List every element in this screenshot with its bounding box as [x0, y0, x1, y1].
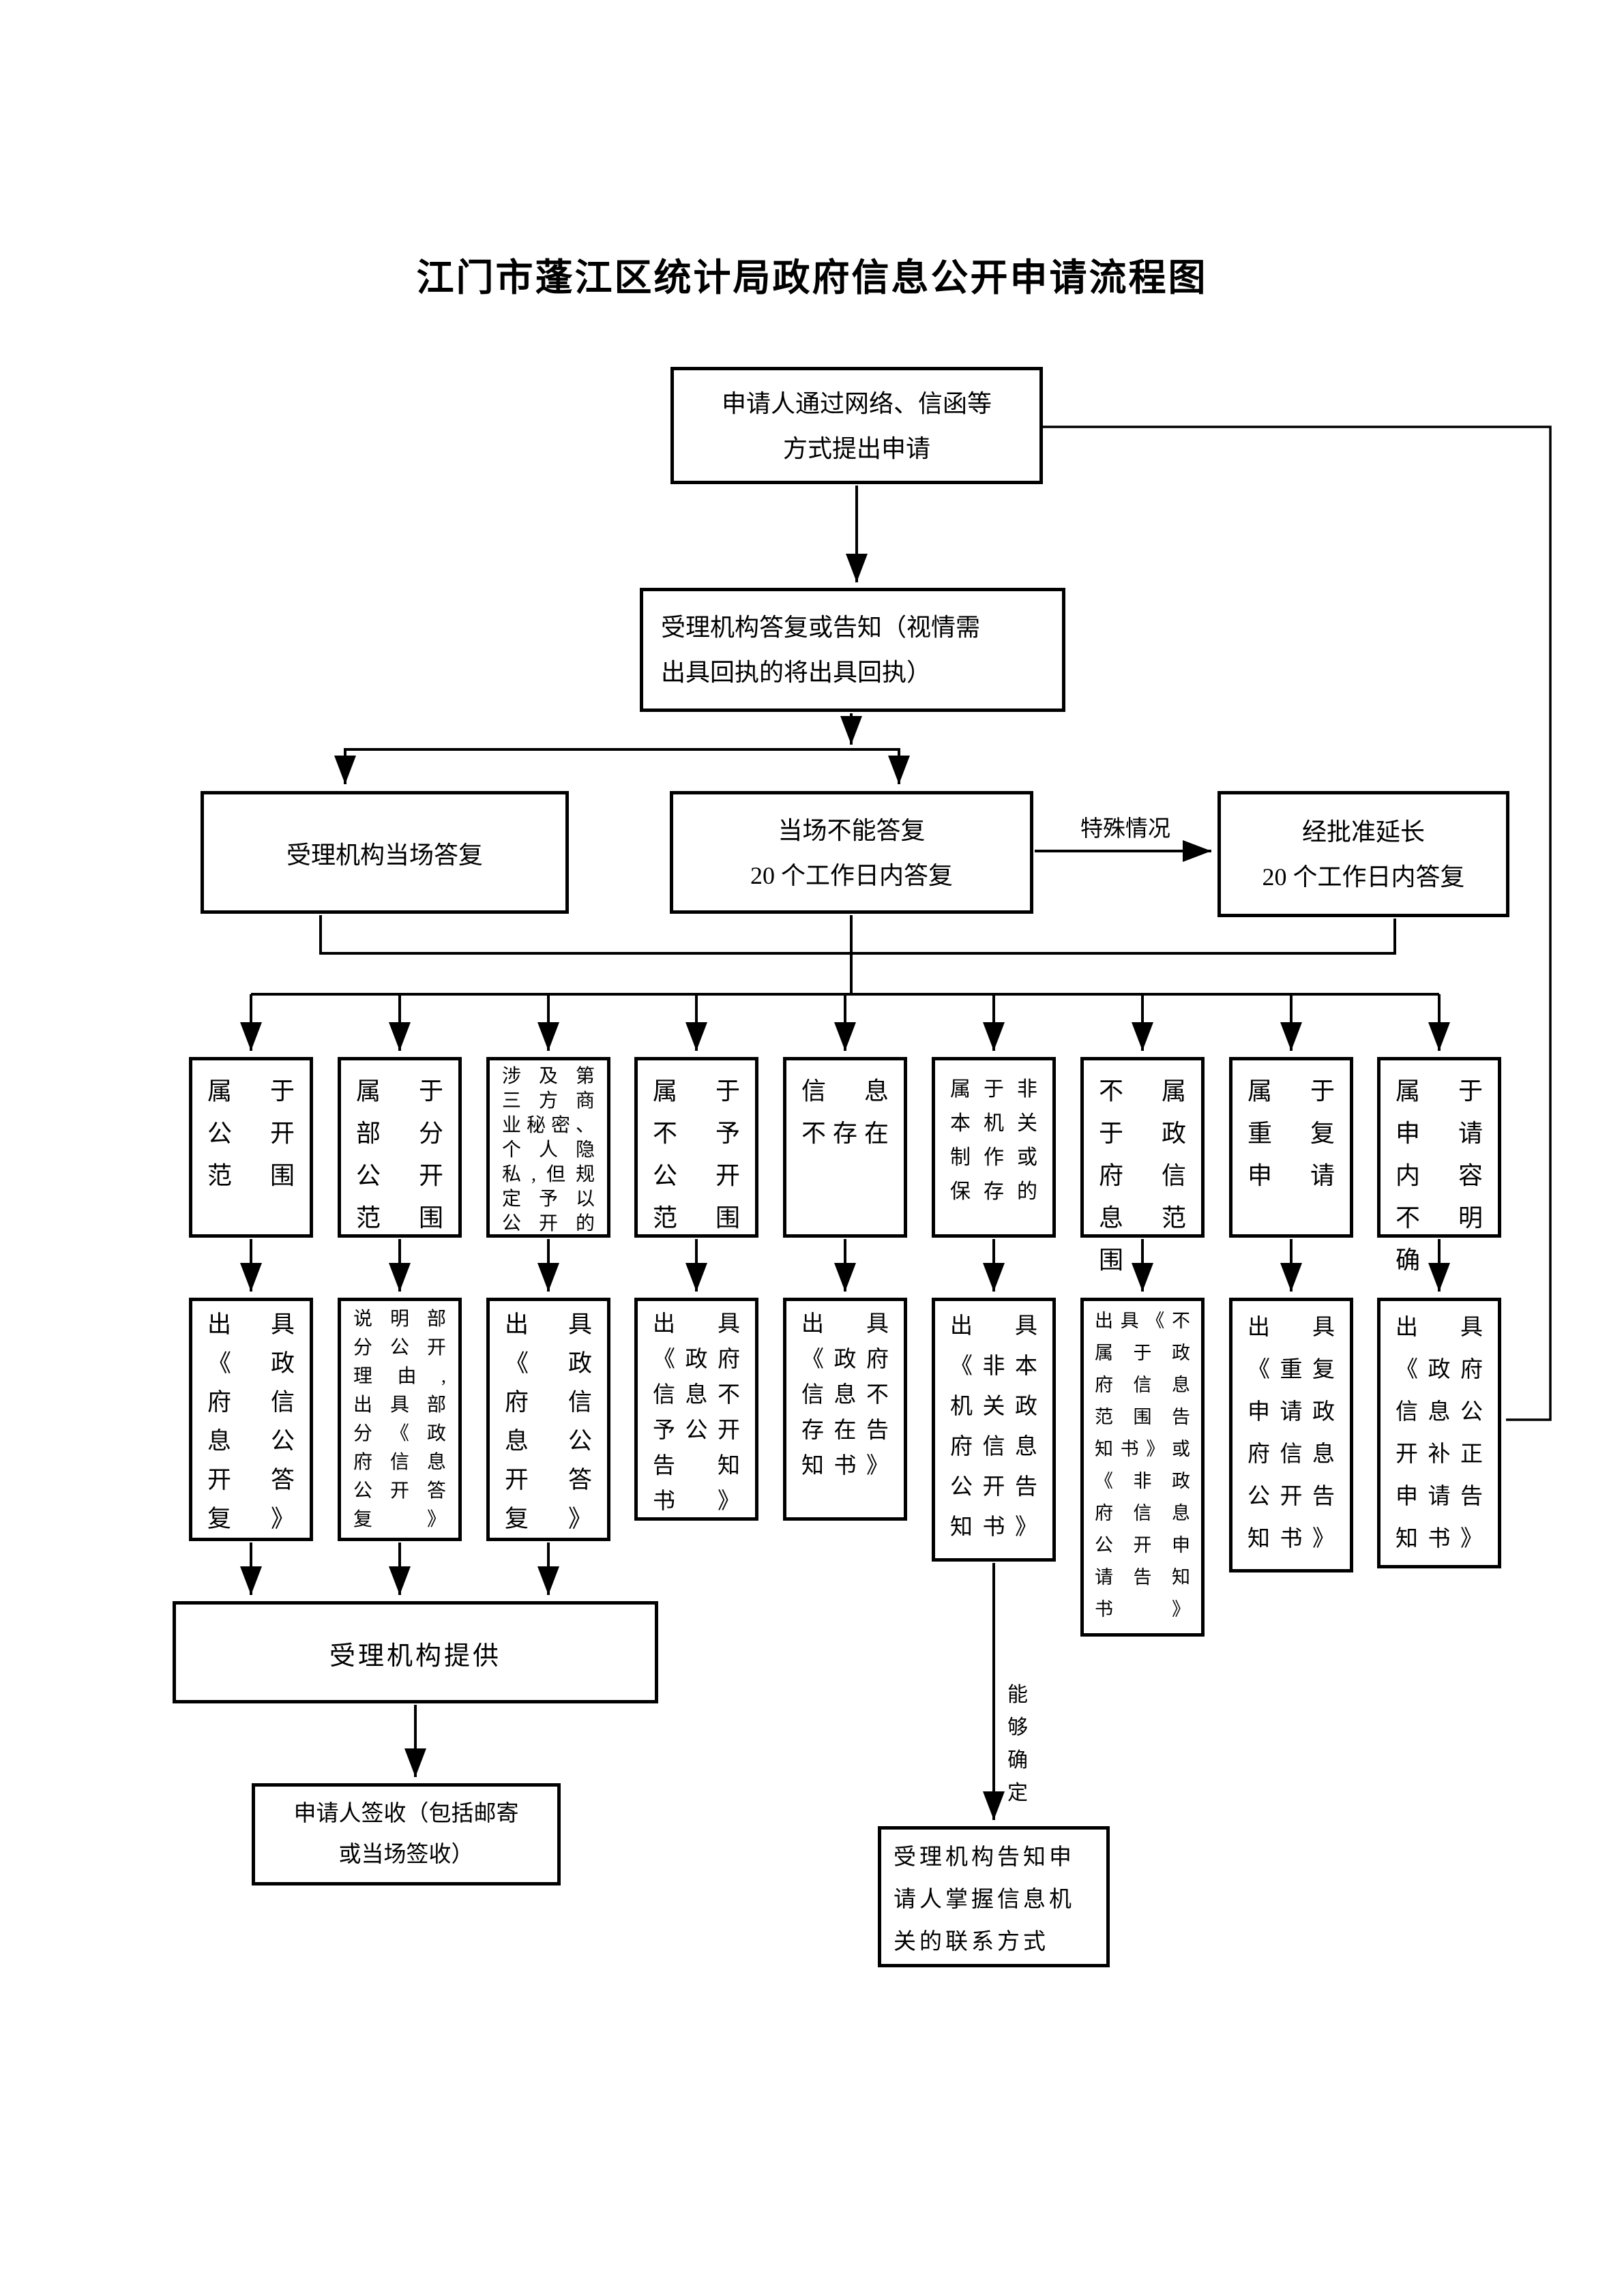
output-box-1: 出具 《政 府信 息公 开答 复》	[189, 1298, 313, 1541]
category-box-4: 属于 不予 公开 范围	[634, 1057, 758, 1238]
output-box-3: 出具 《政 府信 息公 开答 复》	[486, 1298, 610, 1541]
connector-loopback	[1043, 426, 1552, 1421]
node-cannot-reply: 当场不能答复 20 个工作日内答复	[670, 791, 1033, 914]
node-contact: 受理机构告知申 请人掌握信息机 关的联系方式	[878, 1826, 1110, 1967]
category-box-7: 不属 于政 府信 息范 围	[1080, 1057, 1205, 1274]
output-box-7: 出具《不 属于政 府信息 范围告 知书》或 《非政 府信息 公开申 请告知 书》	[1080, 1298, 1205, 1637]
flow-title: 江门市蓬江区统计局政府信息公开申请流程图	[416, 256, 1208, 299]
category-box-2: 属于 部分 公开 范围	[338, 1057, 462, 1238]
node-onspot-reply: 受理机构当场答复	[201, 791, 569, 914]
node-extended-reply: 经批准延长 20 个工作日内答复	[1217, 791, 1509, 917]
category-box-1: 属于 公开 范围	[189, 1057, 313, 1238]
output-box-4: 出具 《政府 信息不 予公开 告知 书》	[634, 1298, 758, 1521]
node-sign: 申请人签收（包括邮寄 或当场签收）	[252, 1783, 561, 1885]
output-box-2: 说明部 分公开 理由, 出具部 分《政 府信息 公开答 复》	[338, 1298, 462, 1541]
output-box-5: 出具 《政府 信息不 存在告 知书》	[783, 1298, 907, 1521]
category-box-8: 属于 重复 申请	[1229, 1057, 1353, 1238]
node-provide: 受理机构提供	[173, 1601, 658, 1703]
output-box-8: 出具 《重复 申请政 府信息 公开告 知书》	[1229, 1298, 1353, 1572]
output-box-9: 出具 《政府 信息公 开补正 申请告 知书》	[1377, 1298, 1501, 1568]
node-reply: 受理机构答复或告知（视情需 出具回执的将出具回执）	[640, 588, 1065, 712]
label-can-confirm: 能 够 确 定	[1007, 1684, 1028, 1804]
category-box-3: 涉及第 三方商 业秘密、 个人隐 私,但规 定予以 公开的	[486, 1057, 610, 1238]
label-special-case: 特殊情况	[1080, 817, 1170, 841]
category-box-9: 属于 申请 内容 不明 确	[1377, 1057, 1501, 1274]
node-apply: 申请人通过网络、信函等 方式提出申请	[670, 367, 1043, 484]
category-box-6: 属于非 本机关 制作或 保存的	[932, 1057, 1056, 1238]
category-box-5: 信息 不存在	[783, 1057, 907, 1238]
output-box-6: 出具 《非本 机关政 府信息 公开告 知书》	[932, 1298, 1056, 1562]
